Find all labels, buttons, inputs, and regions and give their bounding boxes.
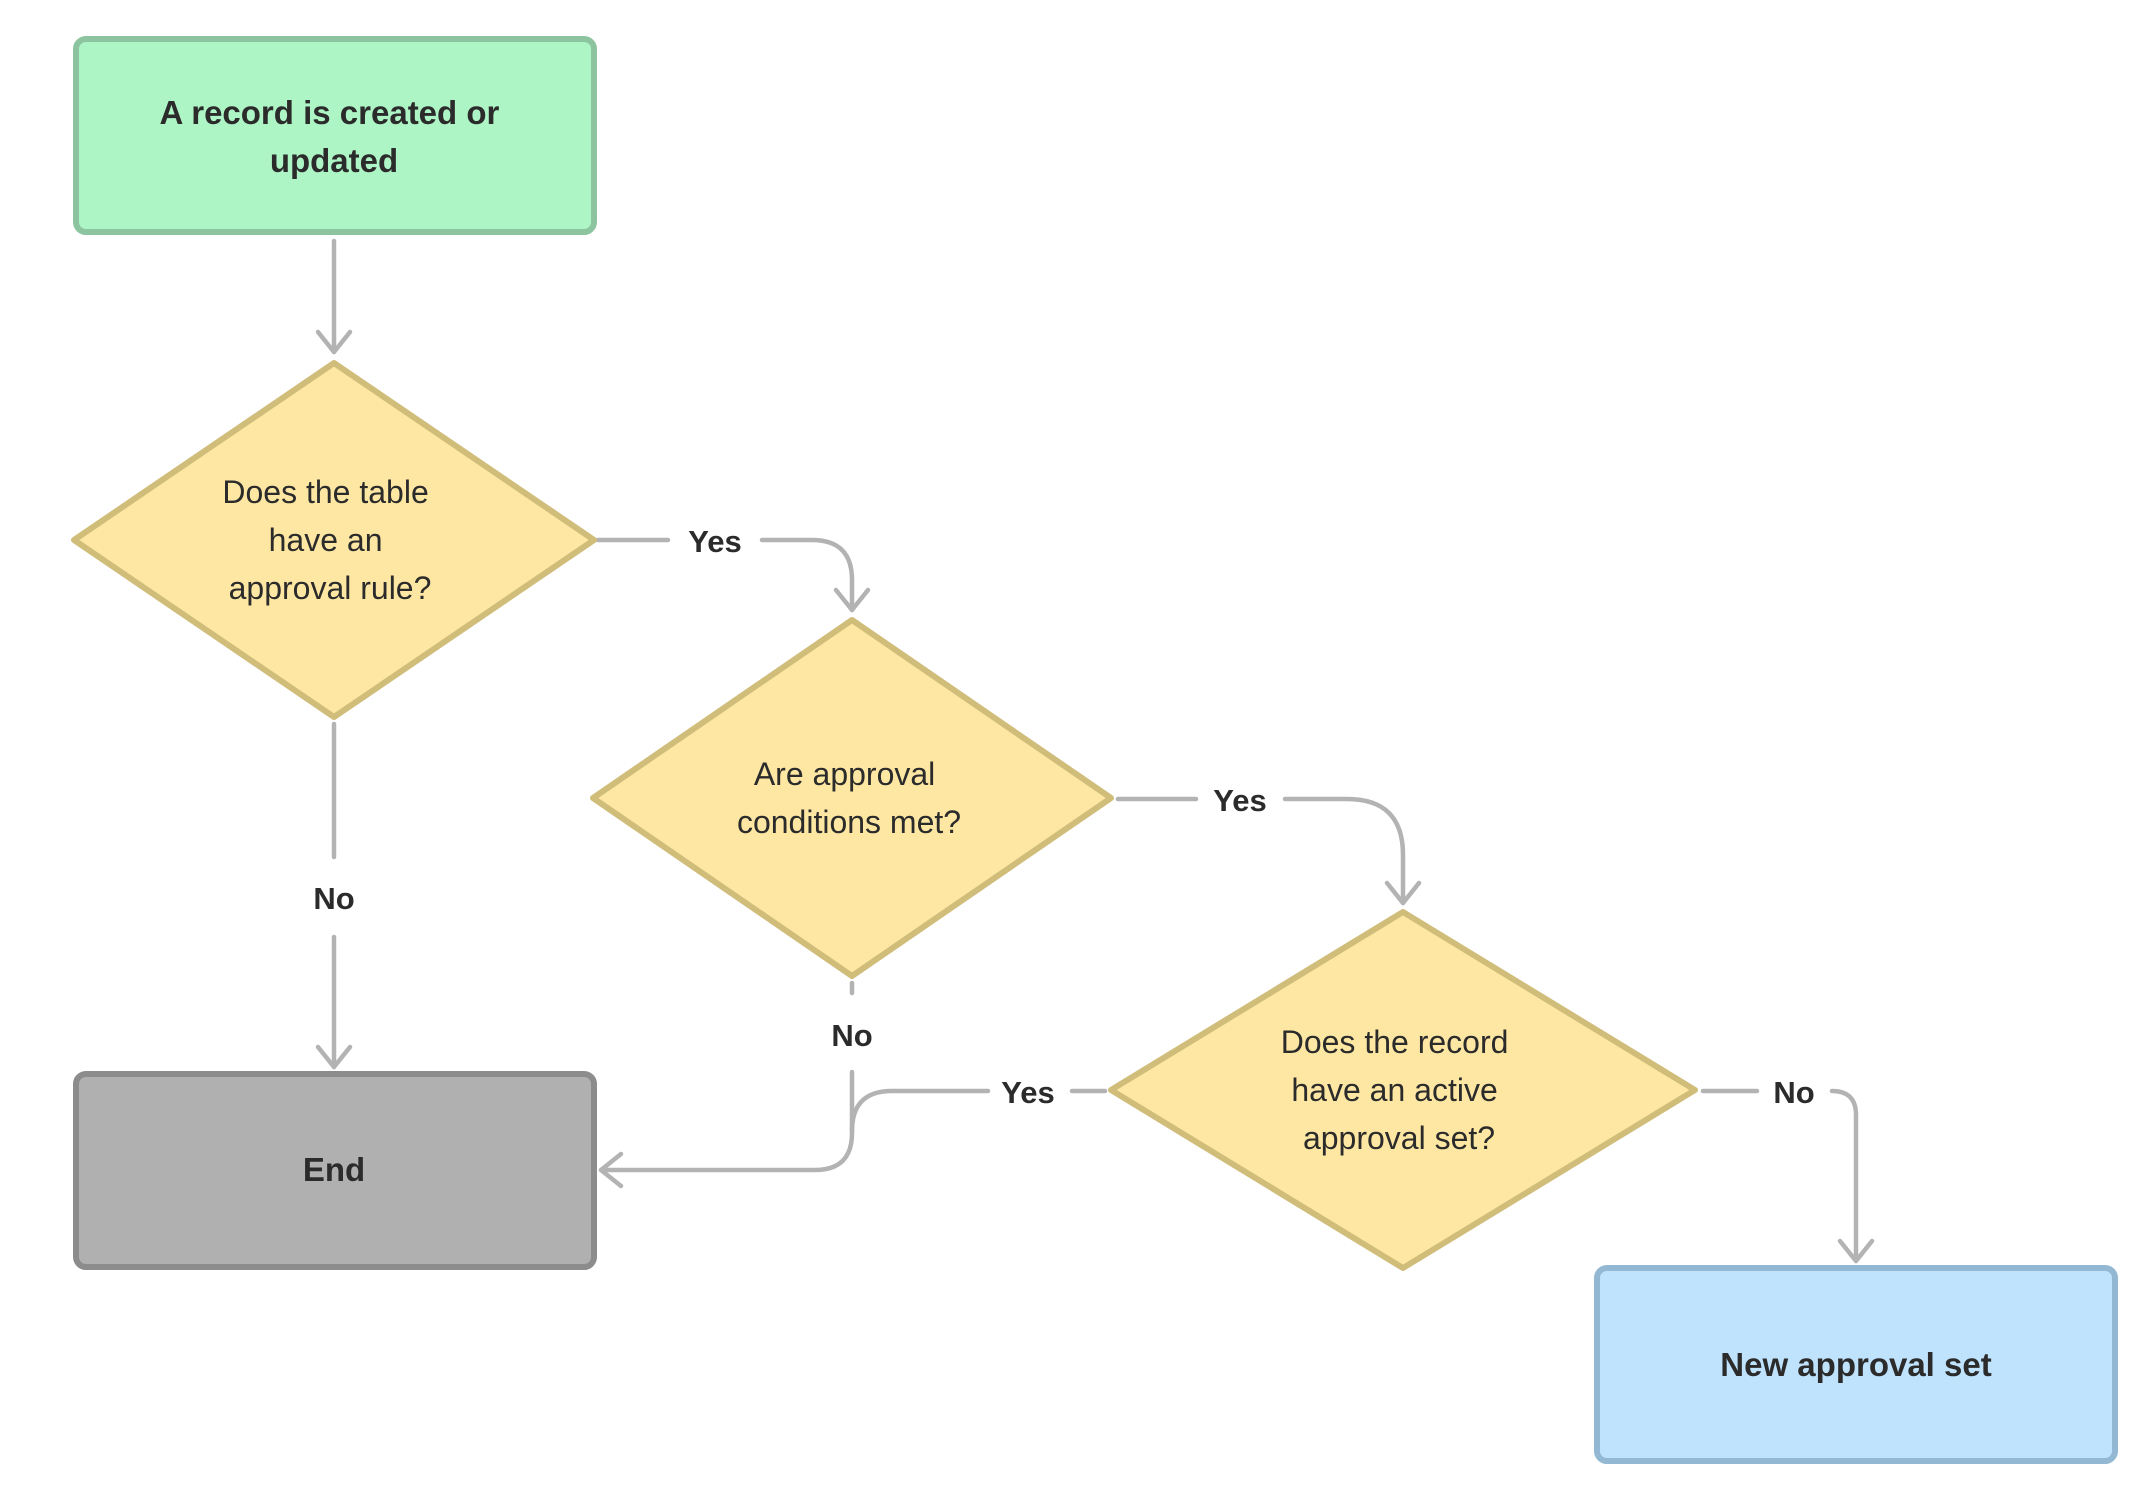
edge-label-rule-no: No <box>313 881 354 916</box>
decision-conditions-met: Are approval conditions met? <box>590 617 1114 979</box>
start-node-shape <box>73 36 597 235</box>
arrowhead-start-to-rule <box>315 329 353 355</box>
conditions-line-2: conditions met? <box>737 804 961 840</box>
end-line-1: End <box>303 1151 365 1188</box>
edge-labels: Yes No Yes No Yes No <box>313 524 1814 1110</box>
active-line-1: Does the record <box>1281 1024 1509 1060</box>
conditions-line-1: Are approval <box>754 756 935 792</box>
connectors <box>315 238 1875 1264</box>
arrowhead-to-end <box>598 1151 624 1189</box>
edge-label-rule-yes: Yes <box>688 524 741 559</box>
new-approval-set-shape <box>1594 1265 2118 1464</box>
decision-has-approval-rule-label: Does the table have an approval rule? <box>222 474 437 606</box>
end-node-label: End <box>303 1151 365 1188</box>
start-node-label: A record is created or updated <box>159 94 508 179</box>
end-node-shape <box>73 1071 597 1270</box>
new-approval-set-label: New approval set <box>1720 1346 1991 1383</box>
edge-label-active-yes: Yes <box>1001 1075 1054 1110</box>
decision-conditions-met-shape <box>590 617 1114 979</box>
edge-label-conditions-no: No <box>831 1018 872 1053</box>
rule-line-2: have an <box>269 522 383 558</box>
start-node-line-2: updated <box>270 142 398 179</box>
edge-rule-yes-right <box>759 537 855 613</box>
arrowhead-rule-no <box>315 1044 353 1070</box>
edge-label-conditions-yes: Yes <box>1213 783 1266 818</box>
edge-conditions-no-to-end <box>598 1069 855 1173</box>
start-node: A record is created or updated <box>73 36 597 235</box>
decision-active-approval-set-shape <box>1108 909 1698 1271</box>
new-approval-set-node: New approval set <box>1594 1265 2118 1464</box>
active-line-2: have an active <box>1291 1072 1497 1108</box>
rule-line-1: Does the table <box>222 474 428 510</box>
end-node: End <box>73 1071 597 1270</box>
decision-conditions-met-label: Are approval conditions met? <box>737 756 961 840</box>
decision-active-approval-set-label: Does the record have an active approval … <box>1281 1024 1518 1156</box>
start-node-line-1: A record is created or <box>159 94 499 131</box>
edge-active-no-right <box>1829 1088 1859 1264</box>
edge-active-yes-left <box>849 1088 991 1134</box>
active-line-3: approval set? <box>1303 1120 1495 1156</box>
edge-conditions-yes-right <box>1282 796 1406 906</box>
arrowhead-rule-yes <box>833 587 871 613</box>
decision-has-approval-rule: Does the table have an approval rule? <box>71 360 597 720</box>
decision-active-approval-set: Does the record have an active approval … <box>1108 909 1698 1271</box>
decision-has-approval-rule-shape <box>71 360 597 720</box>
arrowhead-active-no <box>1837 1238 1875 1264</box>
new-set-line-1: New approval set <box>1720 1346 1991 1383</box>
edge-label-active-no: No <box>1773 1075 1814 1110</box>
rule-line-3: approval rule? <box>229 570 432 606</box>
arrowhead-conditions-yes <box>1384 880 1422 906</box>
